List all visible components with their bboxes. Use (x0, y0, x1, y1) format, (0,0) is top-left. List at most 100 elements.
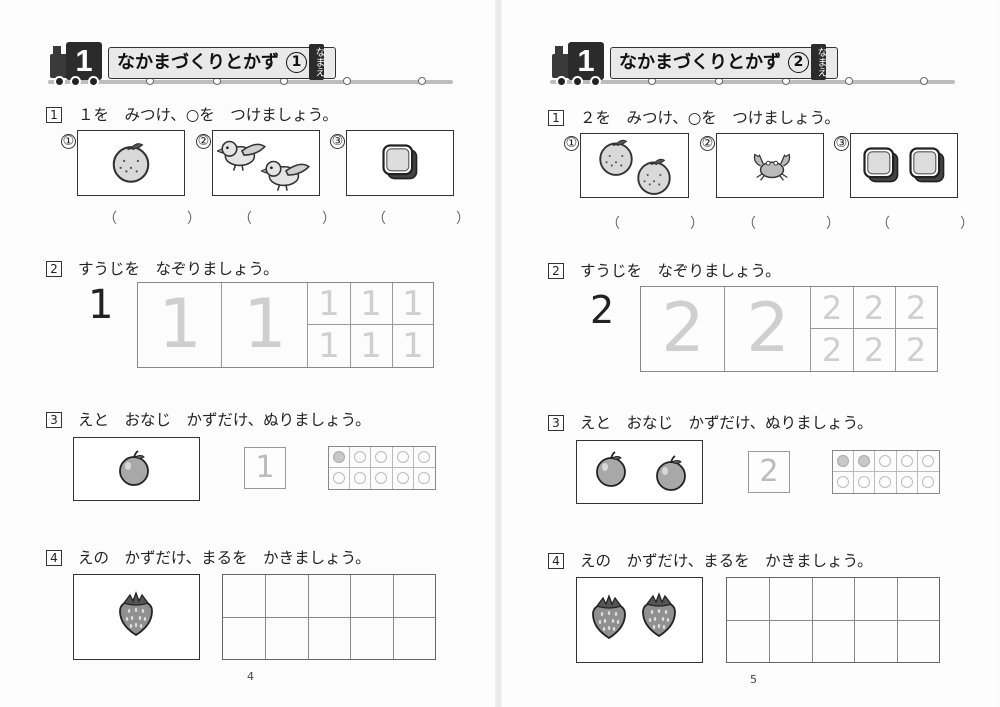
ten-frame-cell[interactable] (897, 472, 918, 493)
ten-frame-dot (354, 472, 367, 484)
ten-frame-cell[interactable] (854, 472, 876, 493)
answer-parentheses-1[interactable]: （ ） (606, 216, 732, 232)
ten-frame-cell[interactable] (875, 472, 897, 493)
tracing-area[interactable]: 1 1 1 1 1 1 1 1 (137, 282, 434, 368)
option-box-1[interactable] (580, 133, 689, 198)
trace-digit-small[interactable]: 2 (863, 331, 885, 369)
part-number: 1 (286, 52, 307, 73)
ten-frame-dot (879, 476, 892, 488)
tangerine-icon (108, 138, 154, 184)
answer-parentheses-3[interactable]: （ ） (876, 216, 1000, 232)
ten-frame-cell[interactable] (896, 451, 918, 472)
trace-digit-large[interactable]: 1 (243, 285, 287, 364)
answer-parentheses-1[interactable]: （ ） (103, 211, 229, 227)
answer-parentheses-2[interactable]: （ ） (238, 211, 364, 227)
model-digit: 1 (88, 282, 114, 328)
ten-frame-cell[interactable] (329, 447, 351, 468)
option-box-3[interactable] (850, 133, 958, 198)
crab-icon (751, 148, 793, 184)
ten-frame-dot (396, 451, 409, 463)
part-number: 2 (788, 52, 809, 73)
option-marker-1: ① (564, 136, 579, 151)
answer-parentheses-2[interactable]: （ ） (742, 216, 868, 232)
book-gutter (494, 0, 503, 707)
ten-frame-dot (354, 451, 367, 463)
ten-frame-cell[interactable] (413, 447, 435, 468)
ten-frame-cell[interactable] (875, 451, 897, 472)
ten-frame-dot (333, 451, 345, 463)
option-marker-3: ③ (834, 136, 849, 151)
ten-frame-cell[interactable] (918, 472, 939, 493)
option-box-2[interactable] (716, 133, 824, 198)
trace-digit-small[interactable]: 1 (360, 326, 382, 366)
tangerine-icon (595, 135, 637, 177)
trace-digit-small[interactable]: 1 (318, 326, 340, 366)
circle-drawing-grid[interactable] (222, 574, 436, 660)
trace-digit-large[interactable]: 2 (746, 289, 790, 368)
ten-frame-cell[interactable] (854, 451, 876, 472)
ten-frame-dot (858, 455, 871, 467)
ten-frame-cell[interactable] (371, 447, 393, 468)
option-box-2[interactable] (212, 130, 320, 196)
ten-frame-dot (900, 455, 913, 467)
bird-icon (261, 155, 313, 193)
ten-frame-cell[interactable] (350, 468, 372, 489)
trace-digit-small[interactable]: 2 (821, 289, 843, 327)
number-square: 2 (748, 451, 790, 493)
trace-digit-large[interactable]: 1 (158, 285, 202, 364)
trace-digit-small[interactable]: 2 (863, 289, 885, 327)
ten-frame-dot (375, 451, 388, 463)
ten-frame-cell[interactable] (371, 468, 393, 489)
option-marker-3: ③ (330, 134, 345, 149)
ten-frame-dot (837, 455, 849, 467)
ten-frame-dot (417, 472, 430, 484)
trace-digit-small[interactable]: 1 (318, 284, 340, 324)
ten-frame-cell[interactable] (833, 472, 855, 493)
ten-frame-cell[interactable] (393, 468, 414, 489)
option-box-3[interactable] (346, 130, 454, 196)
ten-frame-dot (837, 476, 849, 488)
picture-box (73, 437, 200, 501)
option-marker-2: ② (700, 136, 715, 151)
trace-digit-large[interactable]: 2 (661, 289, 705, 368)
ten-frame-cell[interactable] (350, 447, 372, 468)
name-label: なまえ (309, 44, 324, 80)
ten-frame-dot (417, 451, 430, 463)
number-square: 1 (244, 447, 286, 489)
name-label: なまえ (811, 44, 826, 80)
trace-digit-small[interactable]: 1 (402, 326, 424, 366)
cube-icon (905, 143, 949, 187)
trace-digit-small[interactable]: 2 (821, 331, 843, 369)
option-marker-2: ② (196, 134, 211, 149)
model-digit: 2 (590, 288, 615, 332)
ten-frame-cell[interactable] (414, 468, 435, 489)
ten-frame-cell[interactable] (329, 468, 351, 489)
option-box-1[interactable] (77, 130, 185, 196)
lesson-number: 1 (66, 42, 102, 80)
ten-frame-cell[interactable] (392, 447, 414, 468)
answer-parentheses-3[interactable]: （ ） (372, 211, 498, 227)
option-marker-1: ① (61, 134, 76, 149)
trace-digit-small[interactable]: 1 (402, 284, 424, 324)
rail-track (48, 77, 453, 85)
tracing-area[interactable]: 2 2 2 2 2 2 2 2 (640, 286, 938, 372)
ten-frame-dot (900, 476, 913, 488)
ten-frame-cell[interactable] (833, 451, 855, 472)
ten-frame-dot (858, 476, 871, 488)
ten-frame[interactable] (328, 446, 436, 490)
trace-digit-small[interactable]: 2 (905, 331, 927, 369)
ten-frame-cell[interactable] (917, 451, 939, 472)
trace-digit-small[interactable]: 1 (360, 284, 382, 324)
circle-drawing-grid[interactable] (726, 577, 940, 663)
ten-frame-dot (921, 455, 934, 467)
ten-frame[interactable] (832, 450, 940, 494)
page-number: 4 (247, 670, 254, 683)
trace-digit-small[interactable]: 2 (905, 289, 927, 327)
ten-frame-dot (879, 455, 892, 467)
